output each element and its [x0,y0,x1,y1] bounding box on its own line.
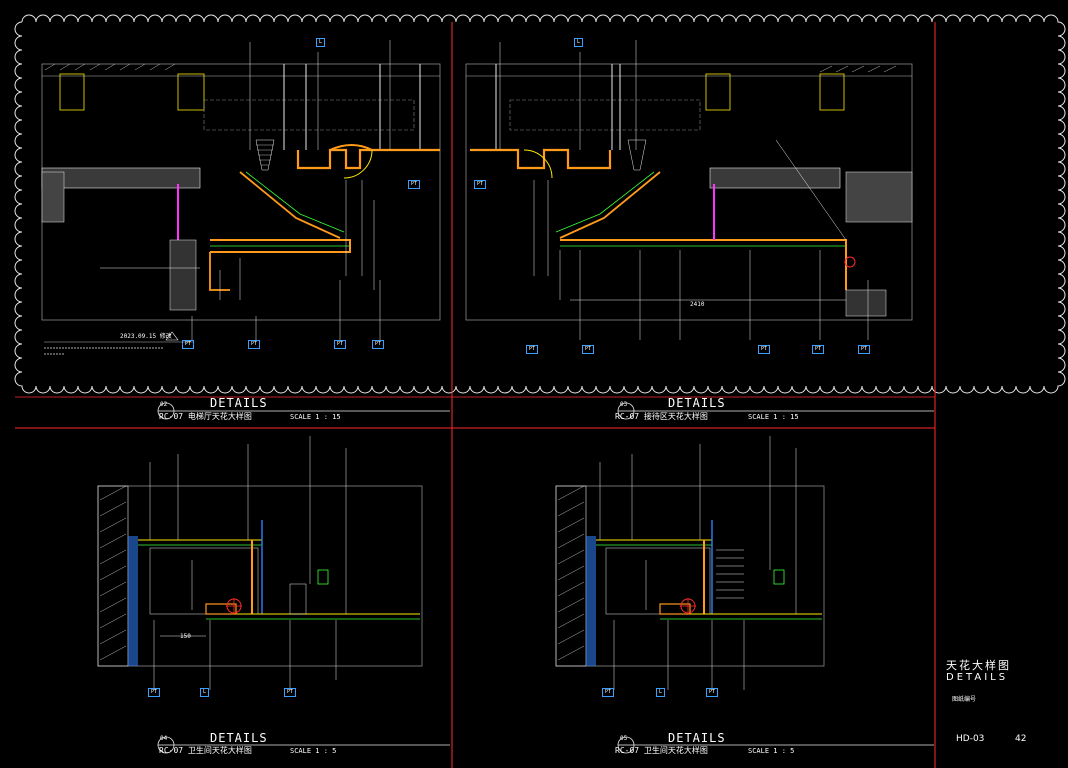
material-tag: PT [526,345,539,354]
detail-03-scale: SCALE 1 : 15 [748,413,799,421]
detail-04-heading: DETAILS [210,731,268,745]
detail-04-number: 04 [160,735,168,742]
material-tag: PT [248,340,261,349]
material-tag: PT [474,180,487,189]
detail-02-heading: DETAILS [210,396,268,410]
material-tag: PT [582,345,595,354]
detail-02-subtitle: RC-07 电梯厅天花大样图 [159,412,252,421]
revision-cloud [14,14,1066,394]
detail-05-scale: SCALE 1 : 5 [748,747,795,755]
material-tag: PT [372,340,385,349]
material-tag: PT [858,345,871,354]
page-number: 42 [1015,734,1027,744]
sheet-note: 图纸编号 [952,696,977,703]
material-tag: L [316,38,326,47]
drawing-number: HD-03 [956,734,985,744]
dimension-height-label: 150 [180,633,191,640]
detail-05-number: 05 [620,735,628,742]
detail-03-number: 03 [620,401,628,408]
detail-03-heading: DETAILS [668,396,726,410]
detail-04-drawing [97,436,423,690]
title-bars [15,396,935,754]
detail-02-scale: SCALE 1 : 15 [290,413,341,421]
sheet-dividers [15,22,936,768]
material-tag: PT [284,688,297,697]
sheet-title-en: DETAILS [946,672,1009,683]
detail-04-scale: SCALE 1 : 5 [290,747,337,755]
material-tag: PT [602,688,615,697]
material-tag: PT [148,688,161,697]
detail-03-subtitle: RC-07 接待区天花大样图 [615,412,708,421]
material-tag: L [574,38,584,47]
material-tag: PT [758,345,771,354]
detail-02-drawing [41,40,441,355]
detail-03-drawing [465,40,913,340]
detail-05-drawing [555,436,825,690]
material-tag: PT [182,340,195,349]
material-tag: PT [334,340,347,349]
material-tag: PT [812,345,825,354]
material-tag: PT [408,180,421,189]
detail-04-subtitle: RC-07 卫生间天花大样图 [159,746,252,755]
dimension-width-label: 2410 [690,301,705,308]
detail-02-number: 02 [160,401,168,408]
detail-05-heading: DETAILS [668,731,726,745]
material-tag: L [200,688,210,697]
revision-date: 2023.09.15 修改 [120,333,172,340]
sheet-title-cn: 天花大样图 [946,659,1011,672]
material-tag: PT [706,688,719,697]
material-tag: L [656,688,666,697]
detail-05-subtitle: RC-07 卫生间天花大样图 [615,746,708,755]
